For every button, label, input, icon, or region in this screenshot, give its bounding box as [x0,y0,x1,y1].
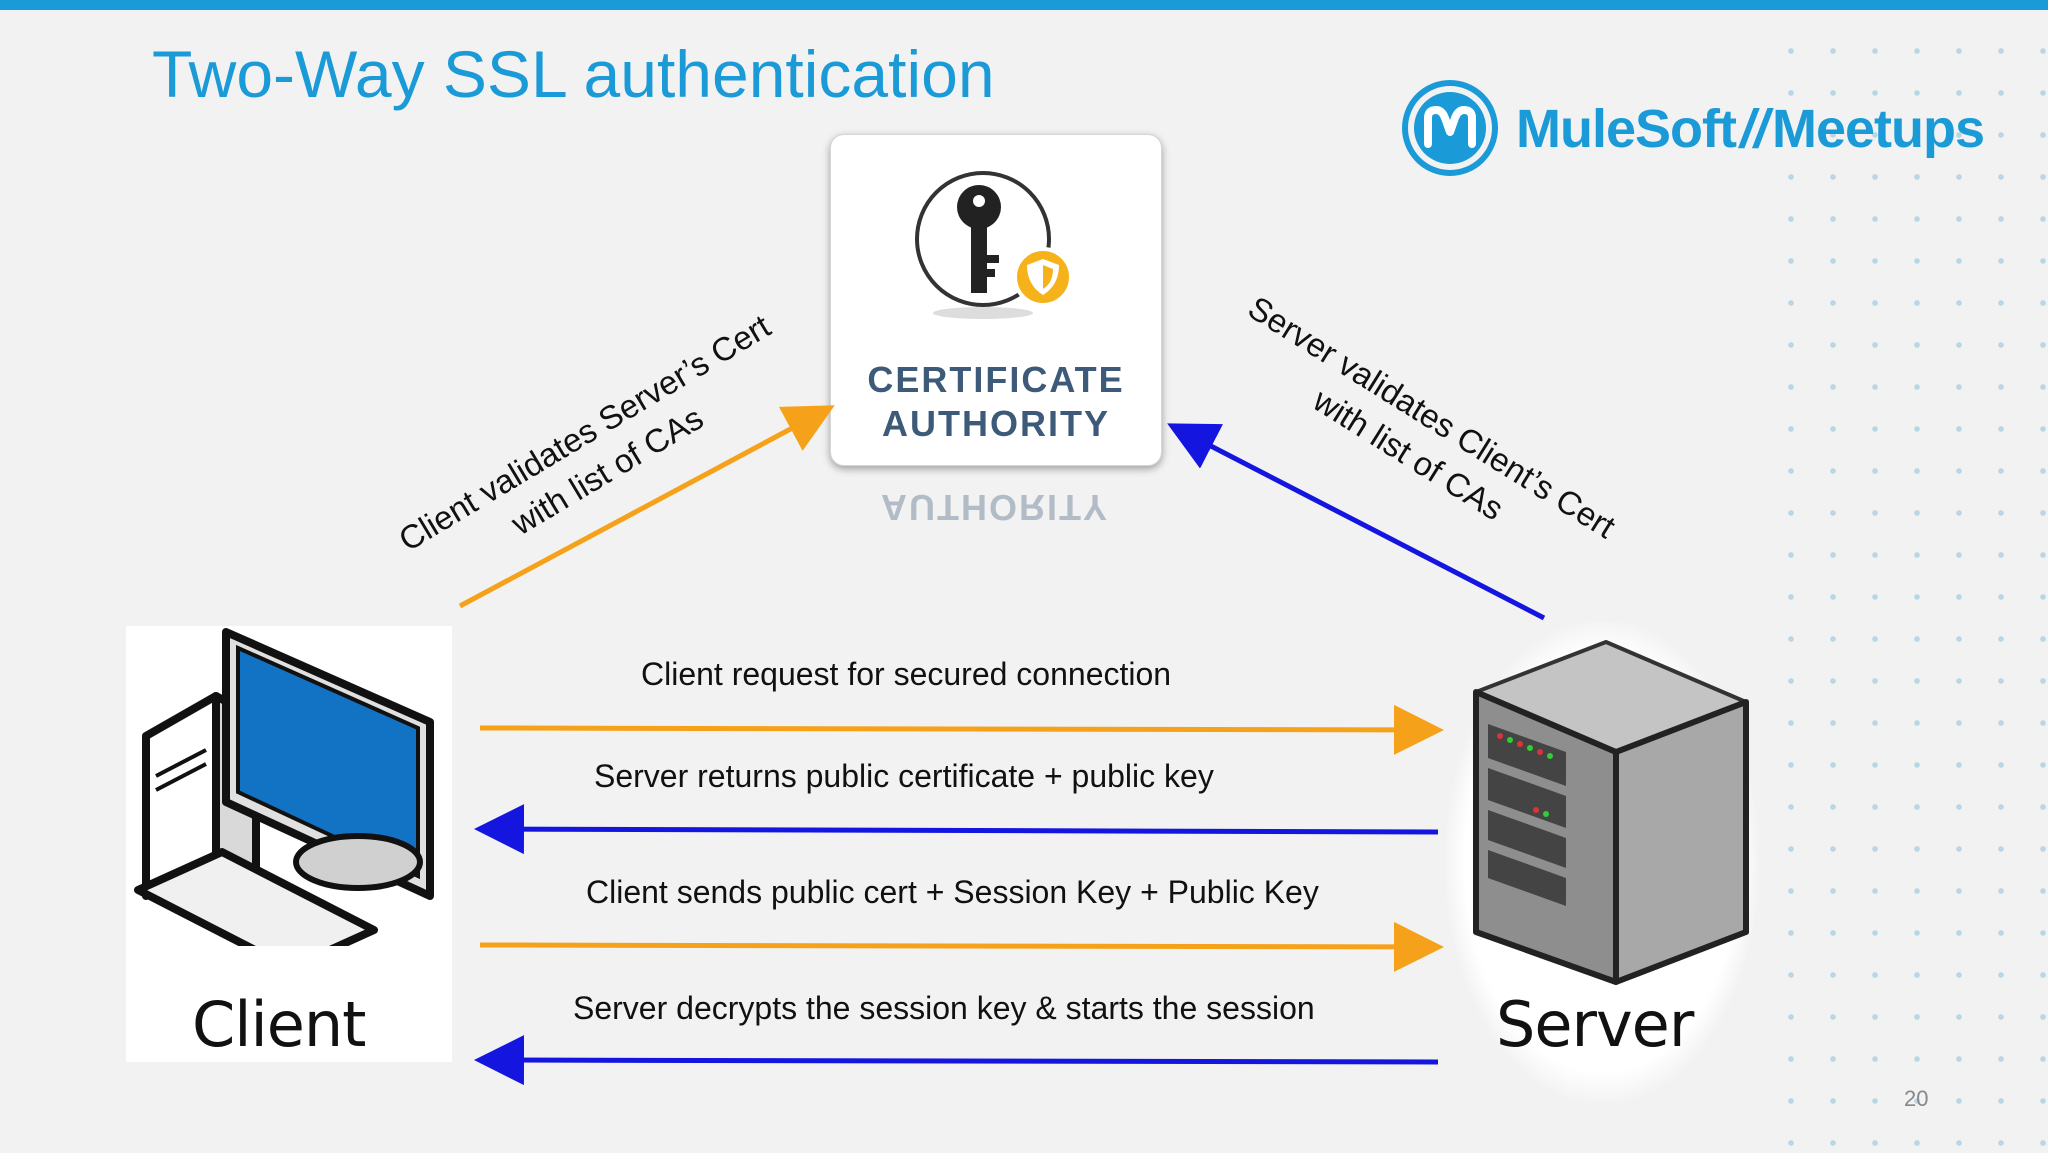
server-illustration [1446,622,1758,1102]
message-arrow-2 [474,804,1439,855]
slide-title: Two-Way SSL authentication [152,37,995,111]
dot-pattern-decoration [1770,30,2048,1153]
top-accent-bar [0,0,2048,10]
key-shield-icon [915,171,1073,319]
client-to-ca-arrow [458,405,835,609]
ca-label-line1: CERTIFICATE [867,359,1125,400]
page-number: 20 [1904,1086,1929,1111]
message-arrow-3 [479,921,1444,972]
mulesoft-logo-icon [1402,80,1498,176]
mulesoft-meetups-logo: MuleSoft//Meetups [1400,78,1990,178]
logo-product: Meetups [1772,99,1985,159]
message-arrow-1 [479,704,1444,755]
server-to-ca-arrow [1167,423,1546,621]
logo-separator: // [1739,99,1769,159]
client-label: Client [192,988,366,1061]
logo-brand: MuleSoft [1516,99,1737,159]
server-icon [1473,640,1749,985]
message-arrow-4 [474,1035,1439,1086]
message-1-text: Client request for secured connection [641,656,1172,692]
client-illustration [126,626,452,1062]
logo-text: MuleSoft//Meetups [1516,98,1985,160]
message-3-text: Client sends public cert + Session Key +… [586,874,1319,910]
ca-label-line2: AUTHORITY [882,403,1110,444]
computer-icon [134,628,434,972]
message-2-text: Server returns public certificate + publ… [594,758,1214,794]
server-label: Server [1496,988,1694,1061]
message-4-text: Server decrypts the session key & starts… [573,990,1315,1026]
certificate-authority-card: CERTIFICATE AUTHORITY [830,134,1162,466]
